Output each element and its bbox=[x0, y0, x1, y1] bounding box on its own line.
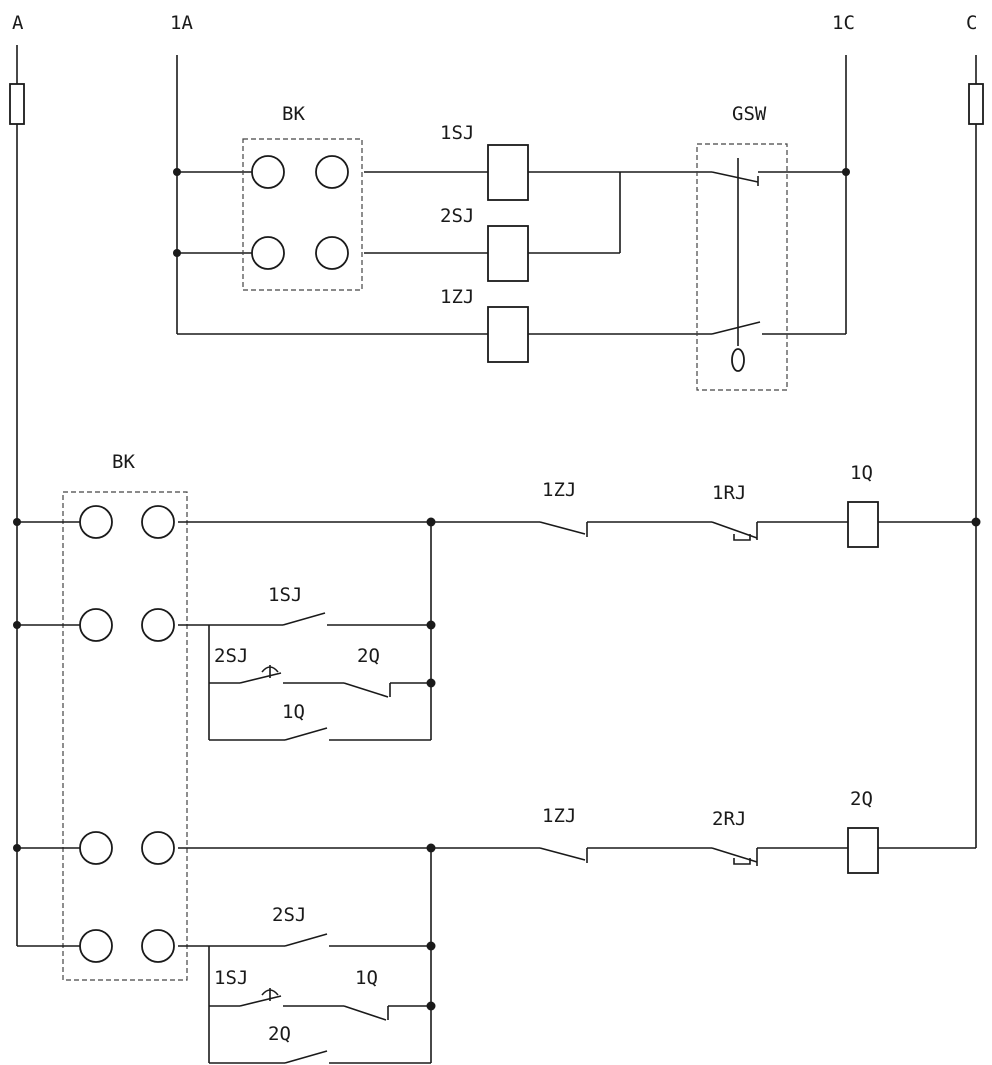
r2-1sj-label: 1SJ bbox=[214, 967, 248, 989]
relay-coil-2sj bbox=[487, 225, 529, 282]
delay-mark-icon bbox=[261, 665, 279, 678]
bk-bottom-terminal bbox=[141, 831, 175, 865]
coil-2sj-label: 2SJ bbox=[440, 205, 474, 227]
junction-dot bbox=[426, 941, 436, 951]
junction-dot bbox=[842, 168, 850, 176]
junction-dot bbox=[173, 168, 181, 176]
junction-dot bbox=[426, 620, 436, 630]
r1-2q-label: 2Q bbox=[357, 645, 380, 667]
bk-bottom-terminal bbox=[141, 505, 175, 539]
r1-1rj-label: 1RJ bbox=[712, 482, 746, 504]
r1-1sj-label: 1SJ bbox=[268, 584, 302, 606]
r1-1q-b-label: 1Q bbox=[282, 701, 305, 723]
bk-top-label: BK bbox=[282, 103, 305, 125]
rung-1 bbox=[13, 501, 981, 741]
bk-bottom-terminal bbox=[79, 608, 113, 642]
bk-bottom-terminal bbox=[141, 929, 175, 963]
gsw-box bbox=[696, 143, 788, 391]
gsw-label: GSW bbox=[732, 103, 767, 125]
fuse-a bbox=[9, 83, 25, 125]
bk-bottom-terminal bbox=[79, 929, 113, 963]
junction-dot bbox=[13, 621, 21, 629]
r2-2q-label: 2Q bbox=[850, 788, 873, 810]
fuse-c bbox=[968, 83, 984, 125]
bk-bottom-label: BK bbox=[112, 451, 135, 473]
bk-bottom-terminal bbox=[79, 831, 113, 865]
r1-1q-label: 1Q bbox=[850, 462, 873, 484]
bus-a-label: A bbox=[12, 12, 24, 34]
r1-2sj-label: 2SJ bbox=[214, 645, 248, 667]
bk-top-box bbox=[242, 138, 363, 291]
coil-1sj-label: 1SJ bbox=[440, 122, 474, 144]
r2-1zj-label: 1ZJ bbox=[542, 805, 576, 827]
bk-bottom-terminal bbox=[141, 608, 175, 642]
r2-1q-label: 1Q bbox=[355, 967, 378, 989]
r2-2q-b-label: 2Q bbox=[268, 1023, 291, 1045]
bus-a bbox=[9, 45, 25, 946]
bk-bottom-terminal bbox=[79, 505, 113, 539]
r2-2sj-label: 2SJ bbox=[272, 904, 306, 926]
r1-1zj-label: 1ZJ bbox=[542, 479, 576, 501]
relay-coil-1sj bbox=[487, 144, 529, 201]
junction-dot bbox=[13, 844, 21, 852]
bus-c bbox=[968, 55, 984, 848]
junction-dot bbox=[426, 1001, 436, 1011]
junction-dot bbox=[426, 517, 436, 527]
bk-top-terminal bbox=[251, 236, 285, 270]
junction-dot bbox=[13, 518, 21, 526]
thermal-mark-icon bbox=[733, 858, 751, 865]
gsw-knob-icon bbox=[731, 348, 745, 372]
relay-coil-2q bbox=[847, 827, 879, 874]
labels: A 1A 1C C BK 1SJ 2SJ 1ZJ GSW BK 1ZJ 1RJ … bbox=[12, 12, 977, 1045]
junction-dot bbox=[426, 678, 436, 688]
r2-2rj-label: 2RJ bbox=[712, 808, 746, 830]
junction-dot bbox=[426, 843, 436, 853]
bus-c-label: C bbox=[966, 12, 977, 34]
bk-bottom-box bbox=[62, 491, 188, 981]
bus-1a-label: 1A bbox=[170, 12, 193, 34]
top-control-section bbox=[173, 138, 850, 391]
thermal-mark-icon bbox=[733, 534, 751, 541]
coil-1zj-label: 1ZJ bbox=[440, 286, 474, 308]
bk-top-terminal bbox=[251, 155, 285, 189]
junction-dot bbox=[173, 249, 181, 257]
bus-1c-label: 1C bbox=[832, 12, 855, 34]
rung-2 bbox=[13, 827, 976, 1064]
bk-top-terminal bbox=[315, 155, 349, 189]
relay-coil-1q bbox=[847, 501, 879, 548]
bk-top-terminal bbox=[315, 236, 349, 270]
relay-coil-1zj bbox=[487, 306, 529, 363]
junction-dot bbox=[971, 517, 981, 527]
delay-mark-icon bbox=[261, 988, 279, 1001]
